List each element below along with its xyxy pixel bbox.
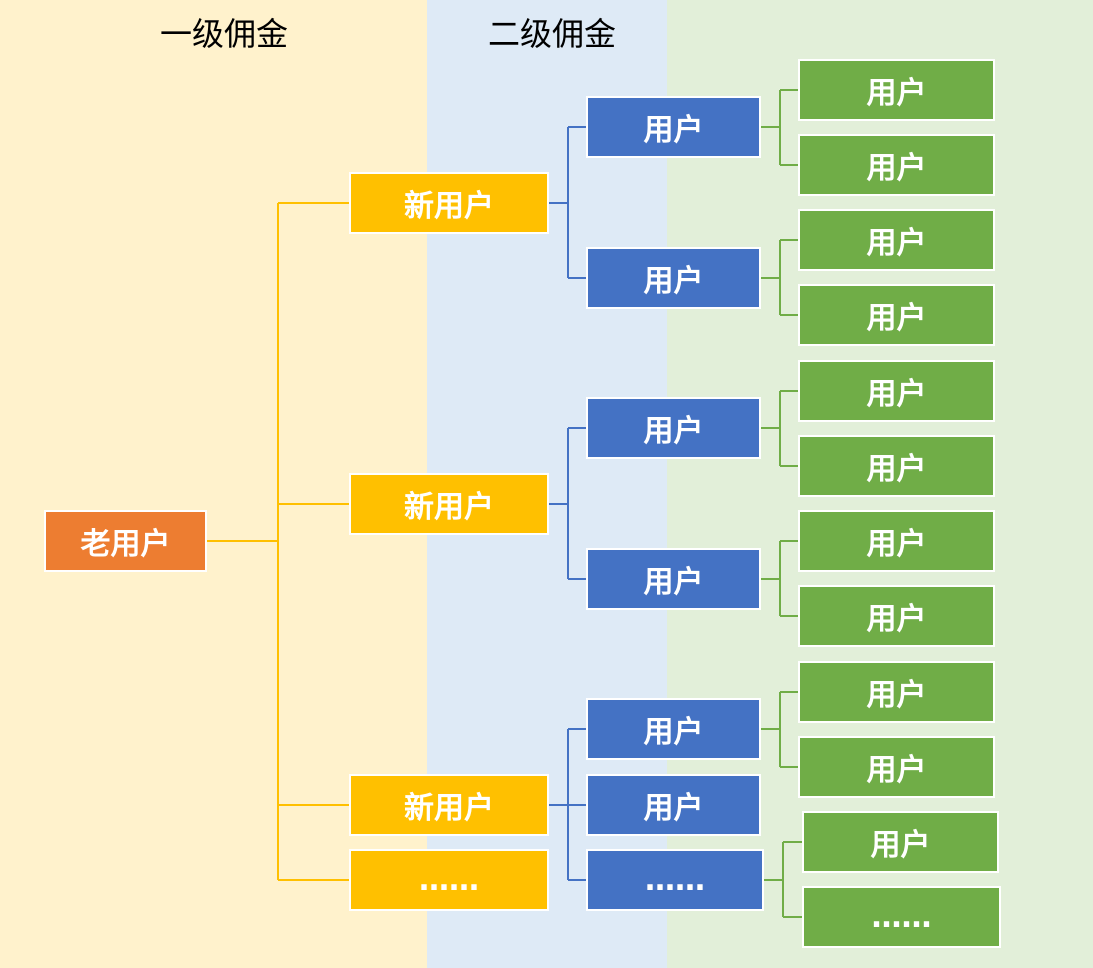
root-node-old-user[interactable]: 老用户 xyxy=(44,510,207,572)
level3-node[interactable]: 用户 xyxy=(798,510,995,572)
level2-node-more[interactable]: …… xyxy=(586,849,764,911)
level2-node[interactable]: 用户 xyxy=(586,96,761,158)
level1-node-more[interactable]: …… xyxy=(349,849,549,911)
level3-node[interactable]: 用户 xyxy=(798,209,995,271)
level2-node[interactable]: 用户 xyxy=(586,397,761,459)
level3-node[interactable]: 用户 xyxy=(798,134,995,196)
level2-node[interactable]: 用户 xyxy=(586,774,761,836)
level2-node[interactable]: 用户 xyxy=(586,548,761,610)
level3-node[interactable]: 用户 xyxy=(798,59,995,121)
level3-node-more[interactable]: …… xyxy=(802,886,1001,948)
level1-commission-header: 一级佣金 xyxy=(160,15,289,53)
level1-node[interactable]: 新用户 xyxy=(349,473,549,535)
level1-node[interactable]: 新用户 xyxy=(349,774,549,836)
level3-node[interactable]: 用户 xyxy=(798,585,995,647)
level3-node[interactable]: 用户 xyxy=(802,811,999,873)
level2-node[interactable]: 用户 xyxy=(586,247,761,309)
level3-node[interactable]: 用户 xyxy=(798,736,995,798)
level3-node[interactable]: 用户 xyxy=(798,435,995,497)
level3-node[interactable]: 用户 xyxy=(798,284,995,346)
level2-node[interactable]: 用户 xyxy=(586,698,761,760)
level2-commission-header: 二级佣金 xyxy=(488,15,617,53)
level1-node[interactable]: 新用户 xyxy=(349,172,549,234)
level3-node[interactable]: 用户 xyxy=(798,661,995,723)
level3-node[interactable]: 用户 xyxy=(798,360,995,422)
